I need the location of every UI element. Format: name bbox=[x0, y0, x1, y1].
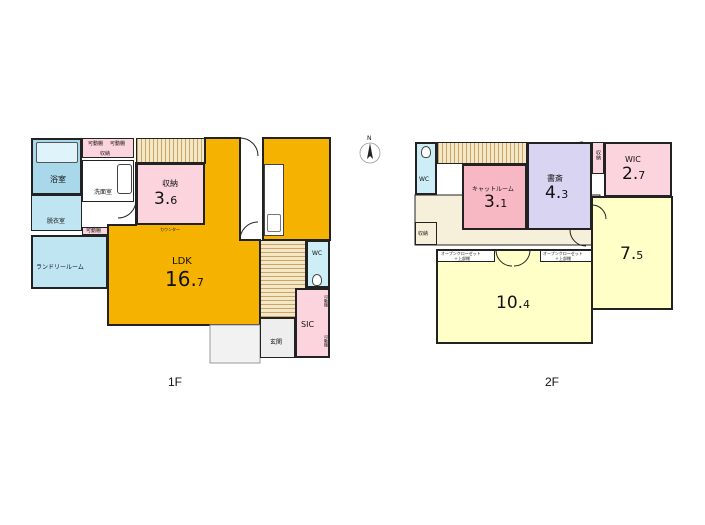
toilet-2f-icon bbox=[421, 146, 431, 158]
closet-2b-label: ＋上部棚 bbox=[555, 256, 571, 261]
right-room-dec: 5 bbox=[636, 249, 644, 262]
main-room-size: 10.4 bbox=[496, 293, 530, 313]
study-dec: 3 bbox=[561, 188, 569, 201]
main-room-int: 10. bbox=[496, 293, 524, 313]
floor-plan-2f: WC キャットルーム 3.1 書斎 4.3 収納 WIC 2.7 収納 7.5 … bbox=[414, 141, 673, 389]
ldk-name: LDK bbox=[172, 256, 192, 267]
wic-dec: 7 bbox=[638, 169, 646, 182]
washroom-label: 洗面室 bbox=[94, 189, 113, 196]
compass-icon bbox=[359, 142, 381, 164]
bathtub bbox=[36, 142, 78, 163]
wic-name: WIC bbox=[625, 155, 641, 164]
shelf-strip-top bbox=[82, 138, 134, 158]
floor-2f-shapes bbox=[414, 141, 673, 344]
ldk-size-dec: 7 bbox=[196, 276, 204, 289]
laundry-label: ランドリールーム bbox=[36, 264, 84, 271]
cat-room bbox=[462, 164, 527, 230]
floor-plan-1f: 浴室 洗面室 脱衣室 ランドリールーム 可動棚 可動棚 収納 可動棚 収納 3.… bbox=[0, 0, 350, 400]
shelf-label-2: 可動棚 bbox=[110, 141, 126, 147]
toilet-1f-icon bbox=[312, 274, 322, 286]
ldk-size-int: 16. bbox=[165, 267, 197, 291]
closet-2-label: オープンクローゼット bbox=[543, 251, 583, 256]
entrance-label: 玄関 bbox=[270, 339, 283, 346]
closet-1-label: オープンクローゼット bbox=[441, 251, 481, 256]
storage-2f-label: 収納 bbox=[418, 231, 429, 237]
storage-size-int: 3. bbox=[154, 189, 171, 209]
dressing-room bbox=[31, 195, 82, 231]
stair-2f bbox=[437, 142, 527, 164]
wic-int: 2. bbox=[622, 164, 639, 184]
storage-name: 収納 bbox=[162, 179, 178, 188]
bath-label: 浴室 bbox=[50, 175, 66, 184]
shelf-label-5: 可動棚 bbox=[324, 335, 329, 347]
stair-top-1f bbox=[136, 138, 205, 163]
dressing-label: 脱衣室 bbox=[47, 218, 66, 225]
closet-2 bbox=[540, 250, 592, 262]
cat-room-size: 3.1 bbox=[484, 192, 507, 212]
sic-room bbox=[295, 288, 330, 358]
cat-room-dec: 1 bbox=[500, 197, 508, 210]
study-name: 書斎 bbox=[547, 174, 563, 183]
cat-room-int: 3. bbox=[484, 192, 501, 212]
wic-size: 2.7 bbox=[622, 164, 645, 184]
storage-2f-small bbox=[592, 142, 604, 174]
storage-size-dec: 6 bbox=[170, 194, 178, 207]
shelf-label-4: 可動棚 bbox=[324, 295, 329, 307]
entrance bbox=[260, 318, 295, 358]
right-room-int: 7. bbox=[620, 244, 637, 264]
ldk-size: 16.7 bbox=[165, 267, 204, 291]
compass: N bbox=[357, 135, 383, 167]
wic-room bbox=[604, 142, 672, 197]
study-size: 4.3 bbox=[545, 183, 568, 203]
small-storage-label: 収納 bbox=[100, 151, 111, 157]
kitchen-stove bbox=[267, 214, 281, 232]
floor-label-2f: 2F bbox=[545, 375, 560, 389]
north-label: N bbox=[367, 135, 372, 142]
storage-size: 3.6 bbox=[154, 189, 177, 209]
right-room-size: 7.5 bbox=[620, 244, 643, 264]
wc-1f-label: WC bbox=[312, 250, 323, 257]
closet-1 bbox=[437, 250, 495, 262]
study-room bbox=[527, 142, 592, 230]
wc-2f-label: WC bbox=[419, 176, 430, 183]
floor-label-1f: 1F bbox=[168, 375, 183, 389]
storage-room bbox=[136, 163, 205, 225]
storage-2f-small-label: 収納 bbox=[595, 150, 601, 160]
main-room-dec: 4 bbox=[523, 298, 531, 311]
washbasin bbox=[117, 164, 132, 194]
cat-room-name: キャットルーム bbox=[472, 186, 514, 193]
wc-1f bbox=[306, 240, 330, 288]
study-int: 4. bbox=[545, 183, 562, 203]
storage-2f bbox=[415, 222, 437, 245]
shelf-label-1: 可動棚 bbox=[88, 141, 104, 147]
wc-2f bbox=[415, 142, 437, 195]
counter-label: カウンター bbox=[160, 227, 180, 232]
shelf-label-3: 可動棚 bbox=[86, 228, 102, 234]
sic-label: SIC bbox=[301, 320, 315, 329]
closet-1b-label: ＋上部棚 bbox=[454, 256, 470, 261]
